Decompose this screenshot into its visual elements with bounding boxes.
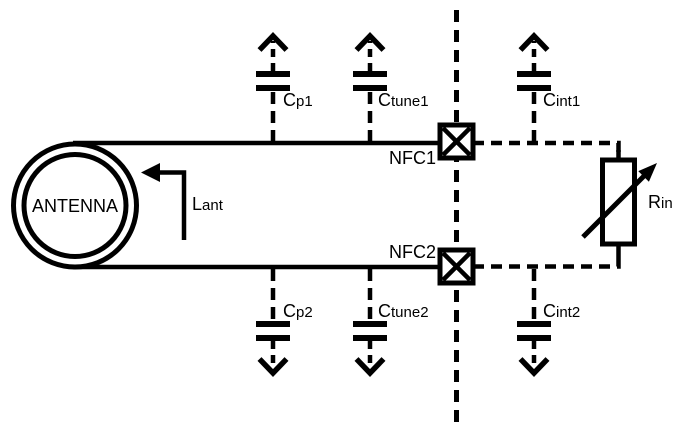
antenna-outer-loop [11, 141, 139, 270]
up-arrow-icon [518, 32, 550, 52]
antenna-label: ANTENNA [32, 196, 118, 216]
nfc1-to-rin-dashed-wire [473, 140, 621, 152]
capacitor-cp2: Cp2 [256, 269, 313, 377]
rin-variable-resistor: Rin [581, 157, 673, 247]
capacitor-ctune1: Ctune1 [353, 32, 429, 141]
nfc1-label: NFC1 [389, 148, 436, 168]
cint1-label: Cint1 [543, 90, 580, 110]
nfc1-pin: NFC1 [389, 122, 476, 168]
rin-variable-arrow-line [581, 173, 647, 239]
capacitor-ctune2: Ctune2 [353, 269, 429, 377]
lant-inductance-arrow: Lant [141, 163, 224, 240]
down-arrow-icon [518, 357, 550, 377]
capacitor-cint1: Cint1 [517, 32, 580, 141]
capacitor-cint2: Cint2 [517, 269, 580, 377]
up-arrow-icon [257, 32, 289, 52]
lant-label: Lant [192, 194, 224, 214]
cint2-label: Cint2 [543, 301, 580, 321]
down-arrow-icon [354, 357, 386, 377]
nfc2-label: NFC2 [389, 242, 436, 262]
rin-variable-arrowhead-icon [638, 163, 657, 182]
cp2-label: Cp2 [283, 301, 313, 321]
nfc2-pin: NFC2 [389, 242, 476, 286]
lant-arrow-line [157, 170, 187, 240]
antenna-coil: ANTENNA [11, 141, 139, 270]
nfc2-pin-x [441, 251, 472, 282]
capacitor-cp1: Cp1 [256, 32, 313, 141]
rin-label: Rin [648, 192, 673, 212]
cp1-label: Cp1 [283, 90, 313, 110]
antenna-inner-loop [21, 152, 129, 259]
ctune1-label: Ctune1 [378, 90, 429, 110]
rin-resistor-body [600, 157, 637, 247]
down-arrow-icon [257, 357, 289, 377]
nfc2-to-rin-dashed-wire [473, 257, 621, 269]
lant-arrowhead-icon [141, 163, 160, 182]
up-arrow-icon [354, 32, 386, 52]
ctune2-label: Ctune2 [378, 301, 429, 321]
nfc1-pin-x [441, 126, 472, 157]
